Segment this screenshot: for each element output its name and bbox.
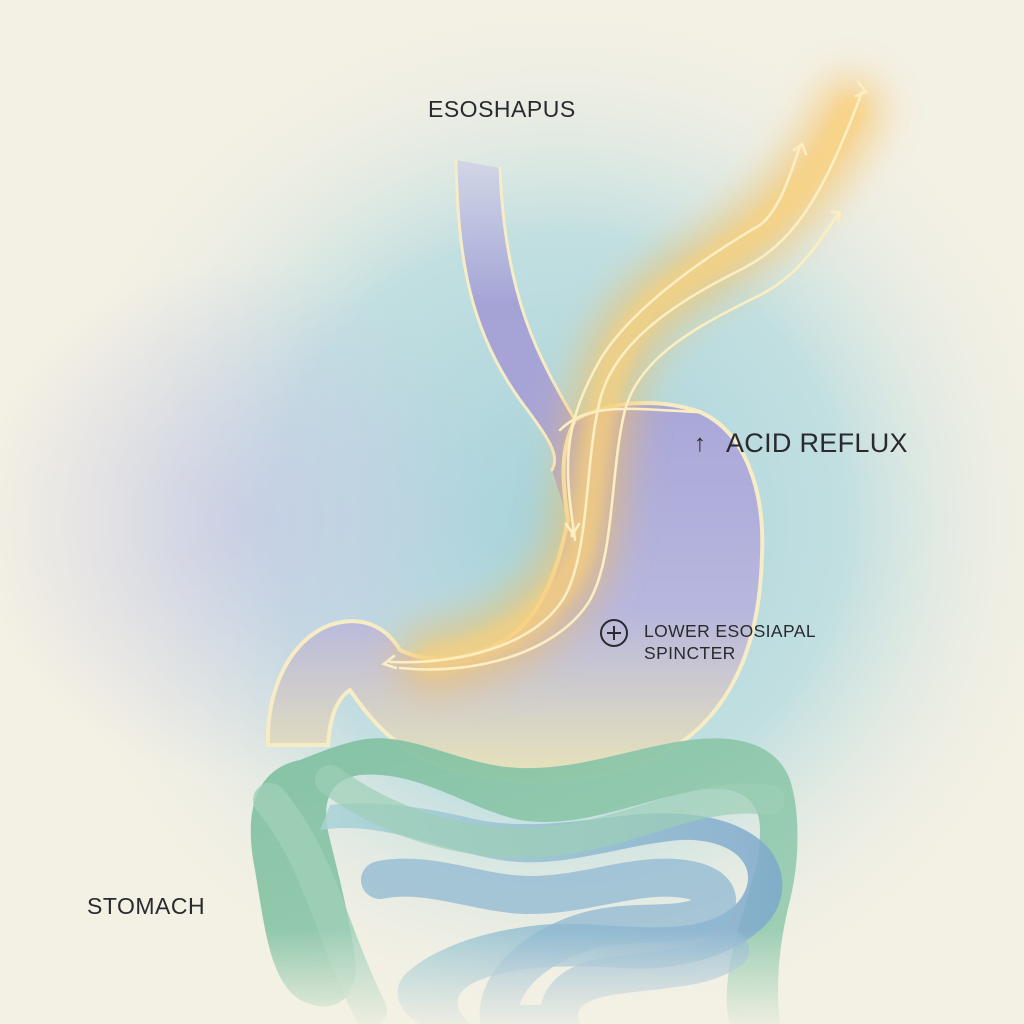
sphincter-label-line2: SPINCTER: [644, 643, 736, 663]
circled-plus-icon: [600, 619, 628, 647]
sphincter-label-line1: LOWER ESOSIAPAL: [644, 621, 816, 641]
acid-reflux-callout: ↑ ACID REFLUX: [690, 428, 908, 459]
reflux-flow-lines: [381, 80, 869, 671]
stomach-label: STOMACH: [87, 893, 206, 919]
sphincter-callout: LOWER ESOSIAPAL SPINCTER: [600, 619, 816, 664]
acid-reflux-plume: [395, 75, 885, 695]
esophagus-tube: [454, 158, 584, 520]
esophagus-label: ESOSHAPUS: [428, 96, 576, 122]
intestines: [0, 738, 1024, 1024]
up-arrow-icon: ↑: [693, 429, 707, 457]
acid-reflux-label: ACID REFLUX: [726, 428, 908, 458]
sphincter-label: LOWER ESOSIAPAL SPINCTER: [644, 620, 816, 664]
